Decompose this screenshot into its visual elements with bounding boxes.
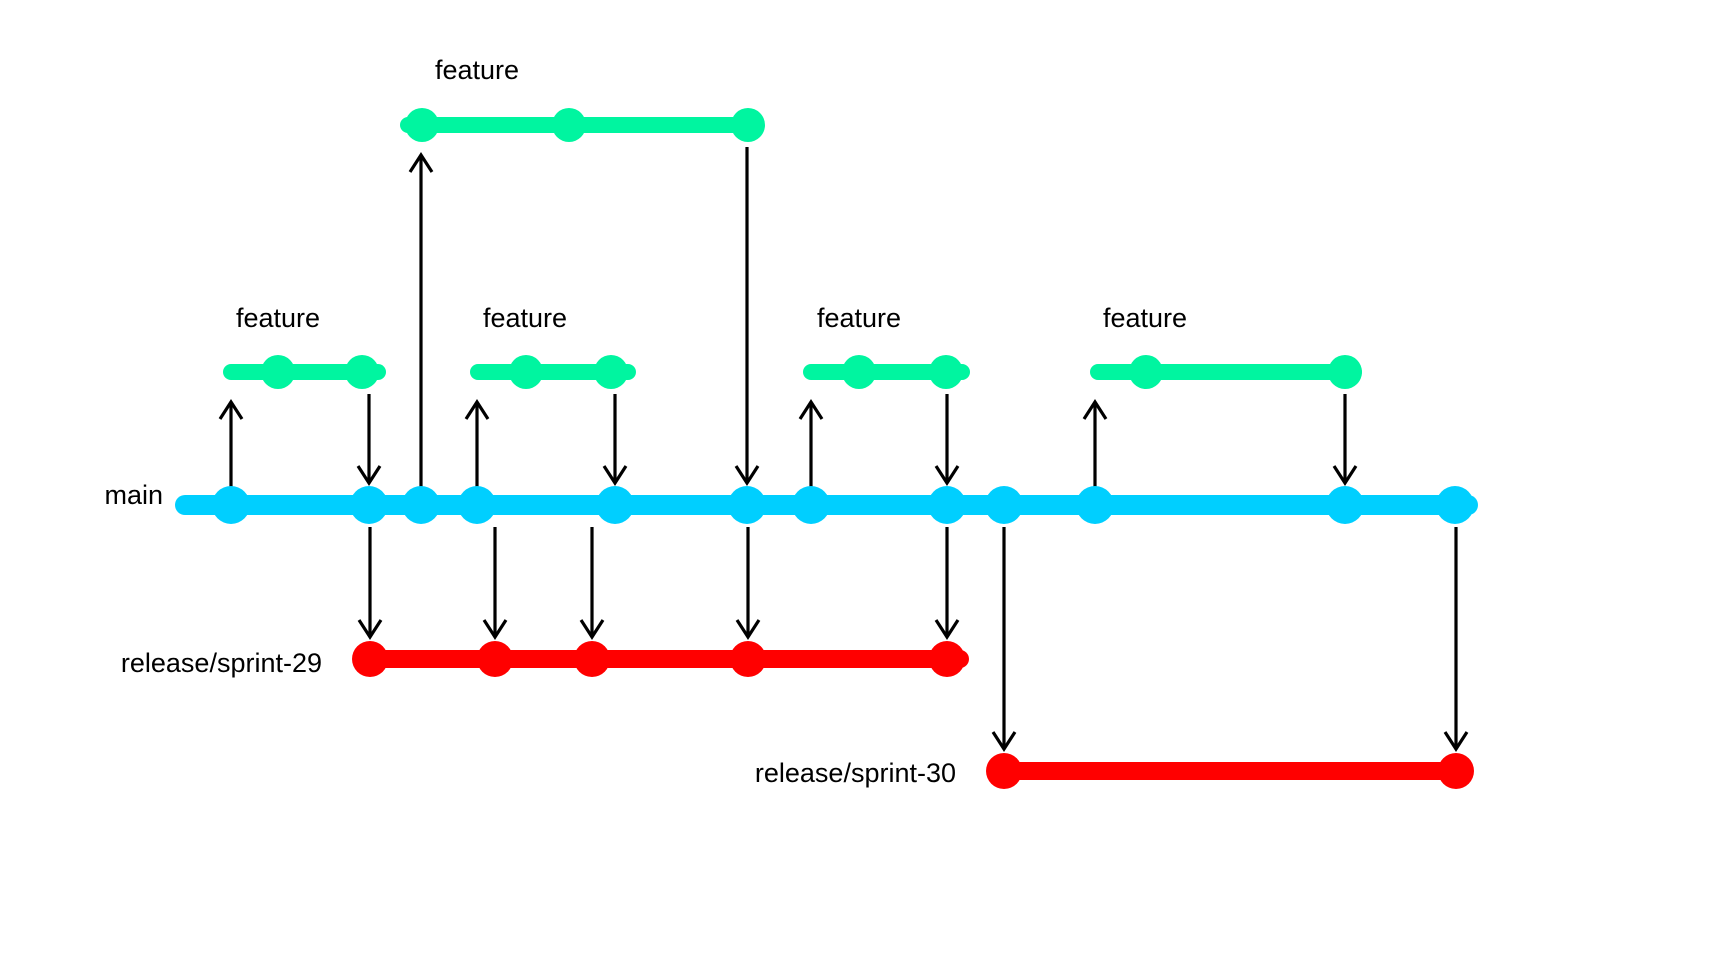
labels-layer: feature feature feature feature feature main r… bbox=[104, 55, 1187, 788]
commit-node[interactable] bbox=[929, 355, 963, 389]
arrow-main-to-r30-b bbox=[1443, 527, 1469, 752]
branch-release-29 bbox=[352, 641, 969, 677]
arrow-main-to-r30-a bbox=[991, 527, 1017, 752]
branch-label-feature-3: feature bbox=[817, 303, 901, 333]
commit-node[interactable] bbox=[596, 486, 634, 524]
arrow-branch-out-feature-2 bbox=[464, 399, 490, 487]
commit-node[interactable] bbox=[402, 486, 440, 524]
arrow-head bbox=[408, 152, 434, 173]
commit-node[interactable] bbox=[1129, 355, 1163, 389]
branch-label-release-30: release/sprint-30 bbox=[755, 758, 956, 788]
commit-node[interactable] bbox=[509, 355, 543, 389]
arrow-head bbox=[464, 399, 490, 420]
arrow-main-to-r29-d bbox=[735, 527, 761, 640]
branch-main bbox=[175, 486, 1478, 524]
branches-layer bbox=[175, 108, 1478, 789]
arrow-branch-out-feature-1 bbox=[218, 399, 244, 487]
commit-node[interactable] bbox=[1438, 753, 1474, 789]
commit-node[interactable] bbox=[792, 486, 830, 524]
arrow-head bbox=[1443, 731, 1469, 752]
commit-node[interactable] bbox=[1436, 486, 1474, 524]
branch-feature-3 bbox=[803, 355, 970, 389]
commit-node[interactable] bbox=[552, 108, 586, 142]
arrow-head bbox=[602, 465, 628, 486]
commit-node[interactable] bbox=[352, 641, 388, 677]
branch-label-main: main bbox=[104, 480, 163, 510]
arrow-head bbox=[579, 619, 605, 640]
arrow-branch-out-feature-4 bbox=[1082, 399, 1108, 487]
arrow-main-to-r29-e bbox=[934, 527, 960, 640]
commit-node[interactable] bbox=[730, 641, 766, 677]
arrow-branch-out-feature-3 bbox=[798, 399, 824, 487]
branch-feature-2 bbox=[470, 355, 636, 389]
commit-node[interactable] bbox=[842, 355, 876, 389]
arrow-head bbox=[356, 465, 382, 486]
arrows-layer bbox=[218, 147, 1469, 752]
commit-node[interactable] bbox=[345, 355, 379, 389]
commit-node[interactable] bbox=[350, 486, 388, 524]
commit-node[interactable] bbox=[594, 355, 628, 389]
commit-node[interactable] bbox=[1076, 486, 1114, 524]
arrow-head bbox=[357, 619, 383, 640]
branch-label-feature-1: feature bbox=[236, 303, 320, 333]
commit-node[interactable] bbox=[985, 486, 1023, 524]
arrow-branch-out-feature-top bbox=[408, 152, 434, 487]
commit-node[interactable] bbox=[1326, 486, 1364, 524]
arrow-head bbox=[798, 399, 824, 420]
arrow-merge-in-feature-1 bbox=[356, 394, 382, 486]
arrow-merge-in-feature-3 bbox=[934, 394, 960, 486]
arrow-head bbox=[934, 465, 960, 486]
branch-release-30 bbox=[986, 753, 1474, 789]
arrow-main-to-r29-b bbox=[482, 527, 508, 640]
arrow-head bbox=[734, 465, 760, 486]
arrow-head bbox=[218, 399, 244, 420]
arrow-head bbox=[934, 619, 960, 640]
branch-label-feature-2: feature bbox=[483, 303, 567, 333]
commit-node[interactable] bbox=[574, 641, 610, 677]
arrow-head bbox=[735, 619, 761, 640]
arrow-main-to-r29-a bbox=[357, 527, 383, 640]
commit-node[interactable] bbox=[728, 486, 766, 524]
branch-label-release-29: release/sprint-29 bbox=[121, 648, 322, 678]
commit-node[interactable] bbox=[212, 486, 250, 524]
arrow-merge-in-feature-4 bbox=[1332, 394, 1358, 486]
commit-node[interactable] bbox=[929, 641, 965, 677]
branch-feature-top bbox=[400, 108, 765, 142]
commit-node[interactable] bbox=[986, 753, 1022, 789]
arrow-merge-in-feature-2 bbox=[602, 394, 628, 486]
branch-label-feature-4: feature bbox=[1103, 303, 1187, 333]
commit-node[interactable] bbox=[477, 641, 513, 677]
arrow-merge-in-feature-top bbox=[734, 147, 760, 486]
commit-node[interactable] bbox=[458, 486, 496, 524]
arrow-head bbox=[991, 731, 1017, 752]
commit-node[interactable] bbox=[731, 108, 765, 142]
arrow-head bbox=[1332, 465, 1358, 486]
branch-label-feature-top: feature bbox=[435, 55, 519, 85]
branch-feature-4 bbox=[1090, 355, 1362, 389]
arrow-head bbox=[482, 619, 508, 640]
arrow-head bbox=[1082, 399, 1108, 420]
arrow-main-to-r29-c bbox=[579, 527, 605, 640]
commit-node[interactable] bbox=[405, 108, 439, 142]
commit-node[interactable] bbox=[1328, 355, 1362, 389]
branch-feature-1 bbox=[223, 355, 386, 389]
commit-node[interactable] bbox=[928, 486, 966, 524]
commit-node[interactable] bbox=[261, 355, 295, 389]
